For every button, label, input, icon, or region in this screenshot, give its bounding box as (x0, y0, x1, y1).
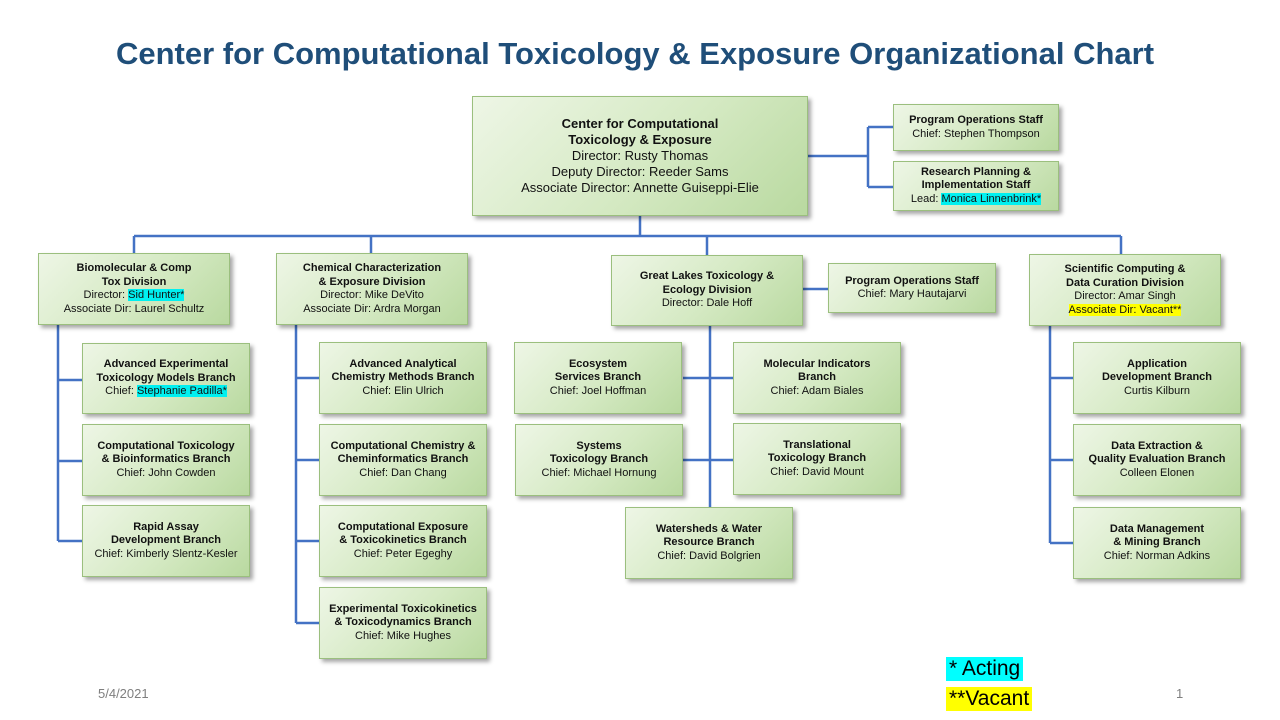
branch-chief: Chief: Peter Egeghy (353, 547, 453, 560)
program-operations-staff-box: Program Operations Staff Chief: Stephen … (893, 104, 1059, 151)
branch-name: Computational Chemistry & Cheminformatic… (330, 439, 476, 466)
program-operations-staff-chief: Chief: Stephen Thompson (912, 127, 1040, 140)
branch-computational-toxicology-bioinformatics: Computational Toxicology & Bioinformatic… (82, 424, 250, 496)
director-label: Director: (83, 289, 126, 301)
legend-vacant: **Vacant (946, 687, 1033, 711)
center-deputy: Deputy Director: Reeder Sams (551, 164, 729, 179)
branch-chief: Chief: David Mount (770, 465, 864, 478)
branch-name: Data Extraction & Quality Evaluation Bra… (1088, 439, 1226, 466)
center-box: Center for Computational Toxicology & Ex… (472, 96, 808, 216)
program-operations-staff-name: Program Operations Staff (909, 114, 1043, 126)
footer-date: 5/4/2021 (98, 686, 149, 701)
branch-chief: Chief: John Cowden (116, 466, 216, 479)
great-lakes-division-name: Great Lakes Toxicology & Ecology Divisio… (639, 270, 775, 296)
chief-name-acting: Stephanie Padilla* (136, 385, 227, 398)
chief-label: Chief: (105, 385, 134, 398)
branch-name: Ecosystem Services Branch (554, 357, 642, 384)
research-planning-box: Research Planning & Implementation Staff… (893, 161, 1059, 211)
branch-name: Data Management & Mining Branch (1109, 522, 1205, 549)
branch-chief: Chief: Mike Hughes (355, 629, 451, 642)
branch-watersheds-water-resource: Watersheds & Water Resource Branch Chief… (625, 507, 793, 579)
branch-name: Molecular Indicators Branch (763, 357, 871, 384)
biomolecular-division-name: Biomolecular & Comp Tox Division (76, 262, 192, 288)
scientific-associate-vacant: Associate Dir: Vacant** (1068, 303, 1182, 316)
branch-name: Advanced Experimental Toxicology Models … (96, 358, 236, 384)
center-name: Center for Computational Toxicology & Ex… (561, 116, 719, 147)
branch-name: Rapid Assay Development Branch (110, 520, 222, 547)
branch-computational-chemistry-cheminformatics: Computational Chemistry & Cheminformatic… (319, 424, 487, 496)
branch-chief: Chief: Dan Chang (359, 466, 447, 479)
branch-chief: Chief: Norman Adkins (1103, 549, 1211, 562)
chemical-associate: Associate Dir: Ardra Morgan (303, 302, 441, 315)
branch-chief: Chief: Stephanie Padilla* (105, 385, 227, 399)
branch-name: Experimental Toxicokinetics & Toxicodyna… (329, 602, 477, 629)
branch-chief: Colleen Elonen (1119, 466, 1195, 479)
branch-data-extraction-quality: Data Extraction & Quality Evaluation Bra… (1073, 424, 1241, 496)
branch-rapid-assay-development: Rapid Assay Development Branch Chief: Ki… (82, 505, 250, 577)
branch-name: Watersheds & Water Resource Branch (655, 522, 763, 549)
branch-ecosystem-services: Ecosystem Services Branch Chief: Joel Ho… (514, 342, 682, 414)
legend-acting: * Acting (946, 657, 1024, 681)
branch-name: Advanced Analytical Chemistry Methods Br… (331, 357, 475, 384)
chemical-division-name: Chemical Characterization & Exposure Div… (302, 262, 442, 288)
branch-chief: Chief: Michael Hornung (541, 466, 657, 479)
program-operations-staff-chief: Chief: Mary Hautajarvi (857, 288, 967, 300)
branch-chief: Chief: Elin Ulrich (362, 384, 444, 397)
program-operations-staff-gl-box: Program Operations Staff Chief: Mary Hau… (828, 263, 996, 313)
biomolecular-associate: Associate Dir: Laurel Schultz (63, 302, 205, 315)
branch-name: Translational Toxicology Branch (767, 438, 867, 465)
branch-name: Application Development Branch (1101, 357, 1213, 384)
chemical-division-box: Chemical Characterization & Exposure Div… (276, 253, 468, 325)
program-operations-staff-name: Program Operations Staff (845, 274, 979, 287)
branch-systems-toxicology: Systems Toxicology Branch Chief: Michael… (515, 424, 683, 496)
branch-name: Computational Exposure & Toxicokinetics … (337, 520, 469, 547)
branch-chief: Chief: Joel Hoffman (549, 384, 647, 397)
scientific-computing-division-box: Scientific Computing & Data Curation Div… (1029, 254, 1221, 326)
footer-page-number: 1 (1176, 686, 1184, 701)
lead-name-acting: Monica Linnenbrink* (941, 192, 1042, 205)
branch-application-development: Application Development Branch Curtis Ki… (1073, 342, 1241, 414)
branch-translational-toxicology: Translational Toxicology Branch Chief: D… (733, 423, 901, 495)
great-lakes-director: Director: Dale Hoff (661, 297, 753, 310)
branch-name: Systems Toxicology Branch (549, 439, 649, 466)
biomolecular-director: Director: Sid Hunter* (84, 289, 185, 303)
research-planning-name: Research Planning & Implementation Staff (920, 165, 1032, 192)
branch-experimental-toxicokinetics: Experimental Toxicokinetics & Toxicodyna… (319, 587, 487, 659)
branch-name: Computational Toxicology & Bioinformatic… (97, 439, 235, 466)
research-planning-lead: Lead: Monica Linnenbrink* (910, 192, 1042, 207)
branch-chief: Chief: Adam Biales (770, 384, 864, 397)
director-name-acting: Sid Hunter* (128, 289, 185, 301)
branch-advanced-analytical-chemistry: Advanced Analytical Chemistry Methods Br… (319, 342, 487, 414)
branch-data-management-mining: Data Management & Mining Branch Chief: N… (1073, 507, 1241, 579)
branch-molecular-indicators: Molecular Indicators Branch Chief: Adam … (733, 342, 901, 414)
branch-chief: Chief: David Bolgrien (657, 549, 761, 562)
lead-label: Lead: (910, 192, 939, 205)
branch-computational-exposure-toxicokinetics: Computational Exposure & Toxicokinetics … (319, 505, 487, 577)
scientific-director: Director: Amar Singh (1074, 290, 1176, 302)
page-title: Center for Computational Toxicology & Ex… (115, 36, 1155, 71)
biomolecular-division-box: Biomolecular & Comp Tox Division Directo… (38, 253, 230, 325)
center-director: Director: Rusty Thomas (571, 148, 709, 163)
chemical-director: Director: Mike DeVito (320, 289, 424, 301)
great-lakes-division-box: Great Lakes Toxicology & Ecology Divisio… (611, 255, 803, 326)
scientific-computing-division-name: Scientific Computing & Data Curation Div… (1064, 263, 1186, 289)
branch-chief: Curtis Kilburn (1123, 384, 1191, 397)
branch-advanced-experimental-toxicology: Advanced Experimental Toxicology Models … (82, 343, 250, 414)
branch-chief: Chief: Kimberly Slentz-Kesler (94, 547, 238, 560)
center-associate: Associate Director: Annette Guiseppi-Eli… (521, 180, 759, 195)
